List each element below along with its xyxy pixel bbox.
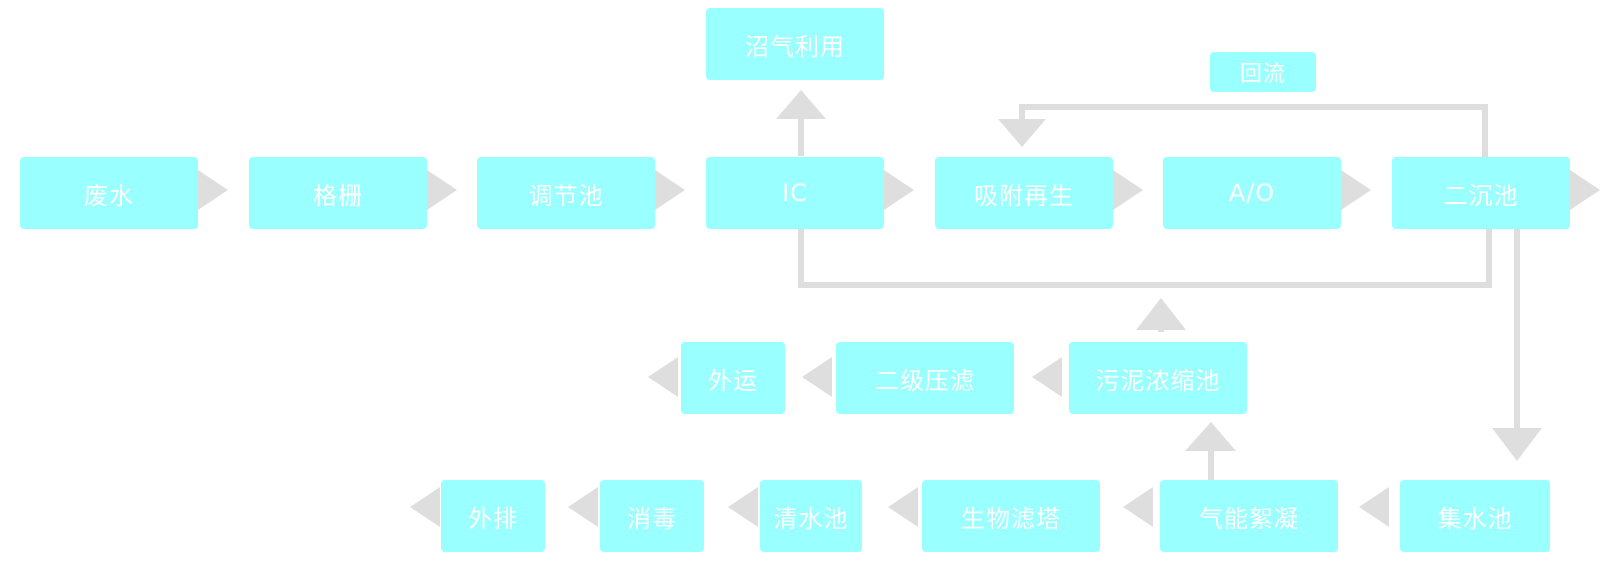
arrow-right-icon (1113, 170, 1143, 210)
arrow-left-icon (568, 487, 598, 527)
node-label: 沼气利用 (745, 32, 845, 61)
node-ic: IC (706, 157, 884, 229)
node-regulating-tank: 调节池 (477, 157, 655, 229)
flocculation-up-stub (1208, 445, 1214, 481)
reflux-line-vertical-right (1482, 104, 1488, 157)
node-wastewater: 废水 (20, 157, 198, 229)
node-label: 外运 (708, 366, 758, 395)
sludge-line-bottom (798, 282, 1492, 288)
arrow-left-icon (888, 487, 918, 527)
arrow-left-icon (1123, 487, 1153, 527)
arrow-up-icon (1136, 298, 1186, 330)
node-clear-water-tank: 清水池 (760, 480, 862, 552)
sludge-line-ic-drop (798, 229, 804, 288)
node-collection-tank: 集水池 (1400, 480, 1550, 552)
node-air-flocculation: 气能絮凝 (1160, 480, 1338, 552)
node-outward-transport: 外运 (681, 342, 785, 414)
node-reflux: 回流 (1210, 52, 1316, 92)
node-label: 消毒 (627, 504, 677, 533)
node-label: 污泥浓缩池 (1095, 366, 1221, 395)
node-label: 集水池 (1437, 504, 1513, 533)
sludge-line-clarifier-drop (1486, 229, 1492, 288)
arrow-left-icon (410, 487, 440, 527)
node-discharge: 外排 (441, 480, 545, 552)
reflux-line-vertical-left (1019, 104, 1025, 122)
arrow-right-icon (1341, 170, 1371, 210)
node-secondary-press-filter: 二级压滤 (836, 342, 1014, 414)
arrow-right-icon (427, 170, 457, 210)
node-biogas-utilization: 沼气利用 (706, 8, 884, 80)
node-label: 清水池 (773, 504, 849, 533)
node-label: 外排 (468, 504, 518, 533)
arrow-up-icon (776, 90, 826, 119)
node-label: 吸附再生 (974, 181, 1074, 210)
ic-up-connector (798, 112, 804, 156)
arrow-down-icon (1492, 428, 1542, 461)
arrow-right-icon (198, 170, 228, 210)
arrow-left-icon (1032, 357, 1062, 397)
arrow-down-icon (998, 119, 1046, 147)
arrow-left-icon (1359, 487, 1389, 527)
node-label: 调节池 (528, 181, 604, 210)
node-ao: A/O (1163, 157, 1341, 229)
node-label: 回流 (1239, 62, 1286, 87)
clarifier-to-collection-line (1514, 229, 1520, 431)
arrow-left-icon (648, 357, 678, 397)
node-adsorption-regeneration: 吸附再生 (935, 157, 1113, 229)
node-secondary-clarifier: 二沉池 (1392, 157, 1570, 229)
node-bio-filter-tower: 生物滤塔 (922, 480, 1100, 552)
node-label: A/O (1228, 179, 1276, 207)
node-grille: 格栅 (249, 157, 427, 229)
node-label: 格栅 (313, 181, 363, 210)
node-label: 废水 (84, 181, 134, 210)
node-label: 气能絮凝 (1199, 504, 1299, 533)
node-label: 二沉池 (1443, 181, 1519, 210)
reflux-line-top (1019, 104, 1488, 110)
node-label: IC (782, 179, 808, 207)
node-label: 二级压滤 (875, 366, 975, 395)
arrow-right-icon (1570, 170, 1600, 210)
node-sludge-thickener: 污泥浓缩池 (1069, 342, 1247, 414)
arrow-right-icon (655, 170, 685, 210)
node-label: 生物滤塔 (961, 504, 1061, 533)
arrow-left-icon (728, 487, 758, 527)
arrow-right-icon (884, 170, 914, 210)
node-disinfection: 消毒 (600, 480, 704, 552)
arrow-up-icon (1185, 422, 1236, 451)
arrow-left-icon (802, 357, 832, 397)
